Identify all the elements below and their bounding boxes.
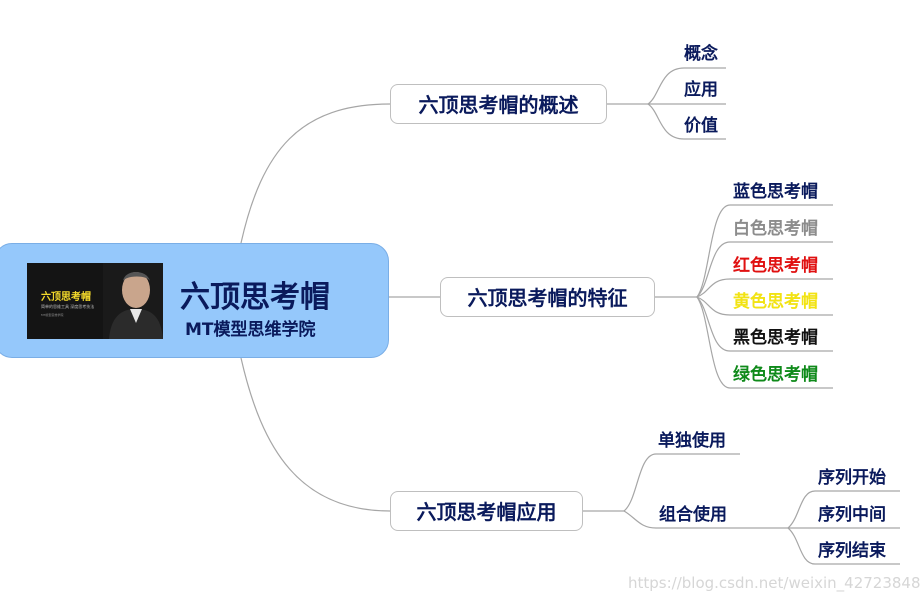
leaf-black-hat[interactable]: 黑色思考帽 [733, 328, 818, 348]
leaf-red-hat[interactable]: 红色思考帽 [733, 256, 818, 276]
leaf-green-hat[interactable]: 绿色思考帽 [733, 365, 818, 385]
branch-usage[interactable]: 六顶思考帽应用 [390, 491, 583, 531]
watermark-url: https://blog.csdn.net/weixin_42723848 [628, 574, 921, 592]
root-title: 六顶思考帽 [180, 280, 330, 315]
leaf-sequence-end[interactable]: 序列结束 [818, 541, 886, 561]
leaf-combined-use[interactable]: 组合使用 [659, 505, 727, 525]
leaf-concept[interactable]: 概念 [684, 44, 718, 64]
portrait-photo [103, 263, 163, 339]
leaf-value[interactable]: 价值 [684, 116, 718, 136]
cover-subtitle: 简单的思维工具 深度思考技法 [41, 304, 95, 309]
leaf-sequence-start[interactable]: 序列开始 [818, 468, 886, 488]
leaf-blue-hat[interactable]: 蓝色思考帽 [733, 182, 818, 202]
cover-title: 六顶思考帽 [41, 292, 91, 303]
leaf-application[interactable]: 应用 [684, 80, 718, 100]
root-subtitle: MT模型思维学院 [185, 320, 316, 340]
leaf-single-use[interactable]: 单独使用 [658, 431, 726, 451]
branch-overview[interactable]: 六顶思考帽的概述 [390, 84, 607, 124]
leaf-sequence-middle[interactable]: 序列中间 [818, 505, 886, 525]
leaf-white-hat[interactable]: 白色思考帽 [733, 219, 818, 239]
root-cover-image: 六顶思考帽 简单的思维工具 深度思考技法 MT模型思维学院 [27, 263, 163, 339]
branch-features[interactable]: 六顶思考帽的特征 [440, 277, 655, 317]
cover-caption: MT模型思维学院 [41, 313, 64, 317]
leaf-yellow-hat[interactable]: 黄色思考帽 [733, 292, 818, 312]
